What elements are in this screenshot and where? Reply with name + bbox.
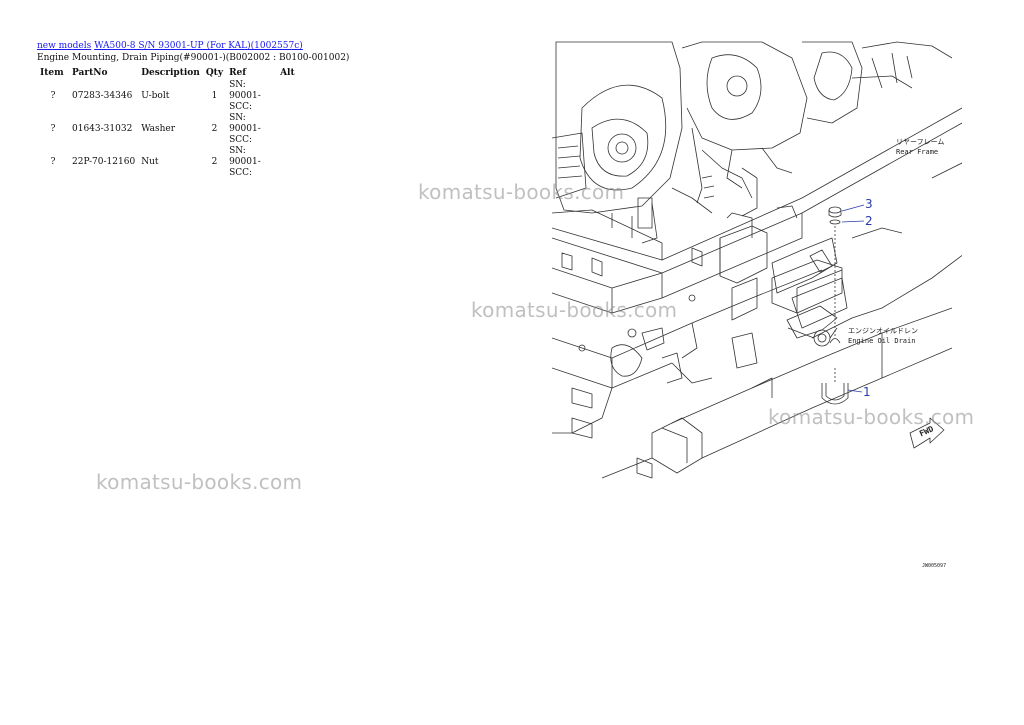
cell-ref: SN: 90001-SCC: <box>229 113 261 145</box>
cell-item: ? <box>50 124 56 134</box>
label-engine-oil-drain: Engine Oil Drain <box>848 337 915 345</box>
column-header-qty: Qty <box>205 68 224 78</box>
rear-frame <box>552 107 962 479</box>
table-header-row: Item PartNo Description Qty Ref Alt <box>37 66 303 80</box>
parts-table: Item PartNo Description Qty Ref Alt ? 07… <box>37 66 303 179</box>
cell-alt <box>277 113 303 146</box>
watermark: komatsu-books.com <box>96 470 303 494</box>
column-header-ref: Ref <box>229 68 247 78</box>
drain-parts <box>821 206 849 405</box>
cell-partno: 07283-34346 <box>72 91 133 101</box>
table-row: ? 22P-70-12160 Nut 2 SN: 90001-SCC: <box>37 146 303 179</box>
label-rear-frame: Rear Frame <box>896 148 938 156</box>
figure-code: JW005097 <box>922 563 946 569</box>
parts-diagram: 3 2 1 リヤーフレーム Rear Frame エンジンオイルドレン Engi… <box>552 41 962 569</box>
column-header-alt: Alt <box>280 68 295 78</box>
label-rear-frame-jp: リヤーフレーム <box>896 138 944 146</box>
table-row: ? 07283-34346 U-bolt 1 SN: 90001-SCC: <box>37 80 303 113</box>
cell-description: U-bolt <box>141 91 170 101</box>
cell-description: Nut <box>141 157 159 167</box>
callout-1: 1 <box>863 385 871 399</box>
cell-qty: 2 <box>211 124 218 134</box>
cell-qty: 1 <box>211 91 218 101</box>
cell-ref: SN: 90001-SCC: <box>229 80 261 112</box>
cell-alt <box>277 146 303 179</box>
cell-ref: SN: 90001-SCC: <box>229 146 261 178</box>
cell-partno: 22P-70-12160 <box>72 157 136 167</box>
cell-item: ? <box>50 157 56 167</box>
callout-2: 2 <box>865 214 873 228</box>
frame-bracket <box>561 167 903 479</box>
column-header-partno: PartNo <box>72 68 108 78</box>
fwd-arrow <box>909 417 945 449</box>
cell-description: Washer <box>141 124 176 134</box>
breadcrumb-link-new-models[interactable]: new models <box>37 41 92 51</box>
label-engine-oil-drain-jp: エンジンオイルドレン <box>848 327 918 335</box>
fwd-label: FWD <box>918 424 935 438</box>
callout-3: 3 <box>865 197 873 211</box>
page-title: Engine Mounting, Drain Piping(#90001-)(B… <box>37 53 350 63</box>
engine-assembly <box>552 41 953 244</box>
cell-item: ? <box>50 91 56 101</box>
breadcrumb-link-model[interactable]: WA500-8 S/N 93001-UP (For KAL)(1002557c) <box>94 41 303 51</box>
cell-qty: 2 <box>211 157 218 167</box>
table-row: ? 01643-31032 Washer 2 SN: 90001-SCC: <box>37 113 303 146</box>
column-header-item: Item <box>40 68 64 78</box>
cell-partno: 01643-31032 <box>72 124 133 134</box>
cell-alt <box>277 80 303 113</box>
column-header-description: Description <box>141 68 200 78</box>
